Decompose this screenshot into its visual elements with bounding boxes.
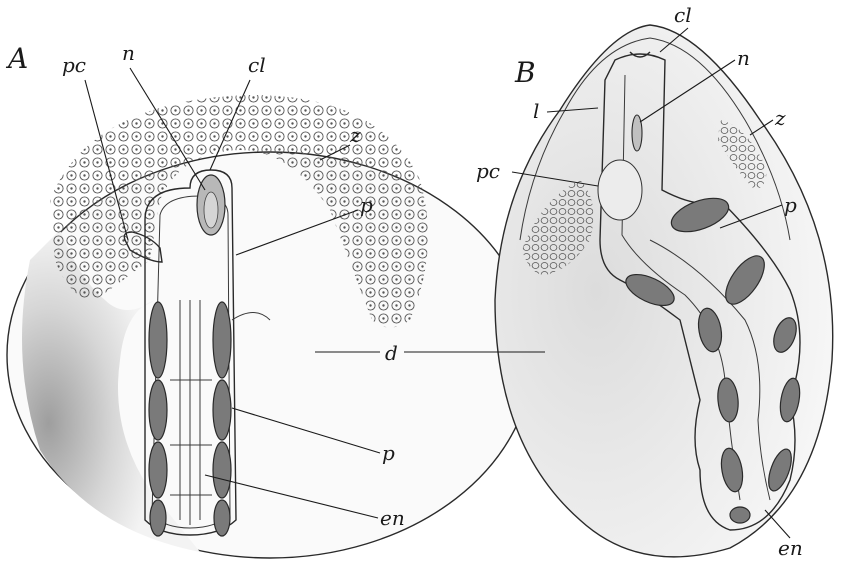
- panel-a-label-pc: pc: [62, 53, 86, 77]
- panel-b-label-n: n: [737, 46, 750, 70]
- panel-a-label-p-upper: p: [360, 193, 373, 217]
- panel-a-label-d: d: [385, 341, 398, 365]
- panel-a-label-p-lower: p: [382, 441, 395, 465]
- panel-a-label-n: n: [122, 41, 135, 65]
- panel-b-label-l: l: [533, 99, 539, 123]
- panel-b-pc-structure: [598, 160, 642, 220]
- panel-a-head-inner: [204, 192, 218, 228]
- panel-a: A pc n cl z p d p en: [5, 41, 533, 558]
- panel-b-label-pc: pc: [476, 159, 500, 183]
- panel-b-letter: B: [514, 56, 536, 89]
- panel-b-label-en: en: [778, 536, 803, 560]
- panel-b-label-z: z: [774, 106, 786, 130]
- panel-b-label-cl: cl: [674, 3, 692, 27]
- panel-b-head-pit: [632, 115, 642, 151]
- panel-b-label-p: p: [784, 193, 797, 217]
- panel-a-letter: A: [5, 42, 28, 75]
- panel-b: B cl n l z pc p en: [476, 3, 833, 560]
- panel-a-label-z: z: [349, 123, 361, 147]
- panel-a-label-en: en: [380, 506, 405, 530]
- panel-a-label-cl: cl: [248, 53, 266, 77]
